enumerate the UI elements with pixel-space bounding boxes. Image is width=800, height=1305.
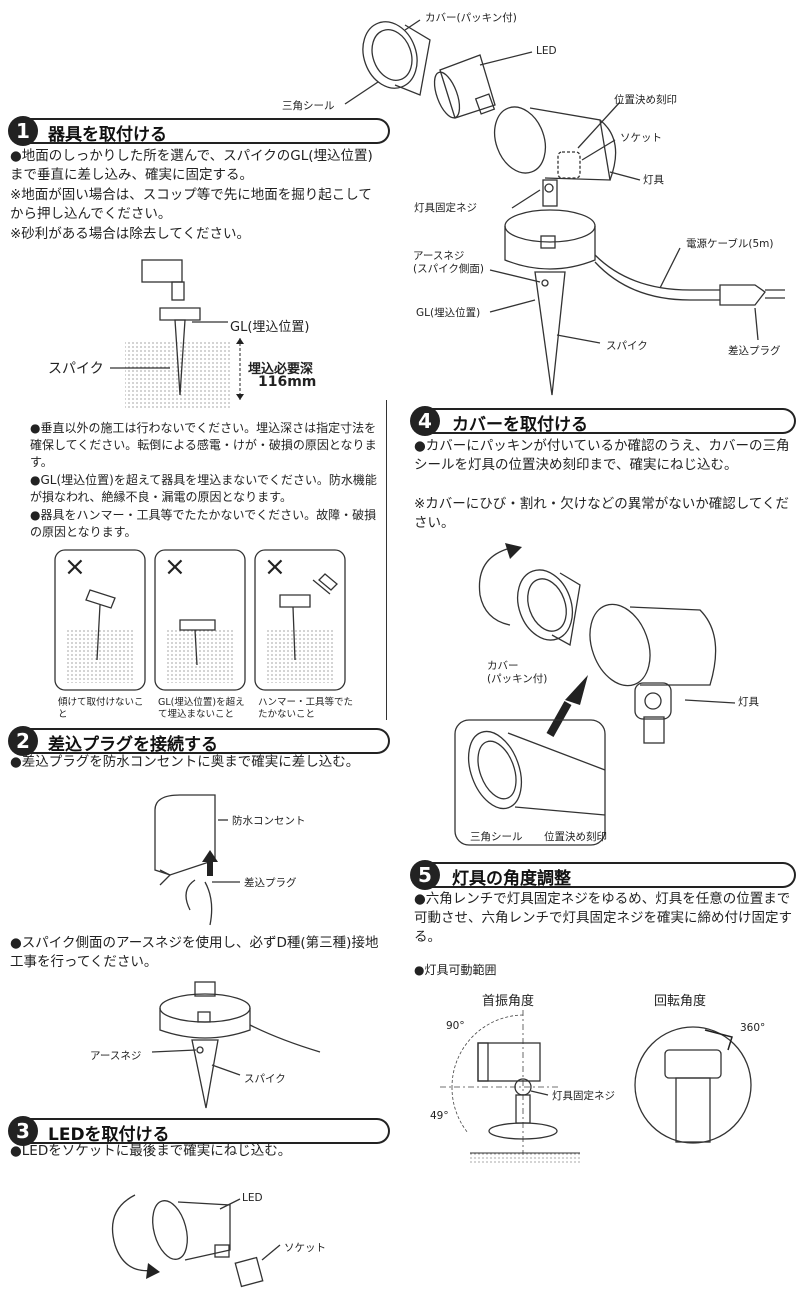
step1-note-3: ●器具をハンマー・工具等でたたかないでください。故障・破損の原因となります。 [30,508,377,539]
label-spike-1: スパイク [48,361,104,377]
step1-note-1: ●垂直以外の施工は行わないでください。埋込深さは指定寸法を確保してください。転倒… [30,421,377,469]
step5-title: 灯具の角度調整 [452,869,571,889]
label-earth-screw: アースネジ (スパイク側面) [413,250,484,275]
exploded-parts-diagram [344,19,785,396]
ng-illustrations [54,549,346,691]
step5-text-1: ●六角レンチで灯具固定ネジをゆるめ、灯具を任意の位置まで可動させ、六角レンチで灯… [414,891,792,945]
depth-title: 埋込必要深 [248,362,314,377]
label-socket: ソケット [620,132,662,144]
label-plug: 差込プラグ [728,345,781,357]
step5-header [424,862,796,888]
step4-header [424,408,796,434]
ng-mark-2: × [164,552,186,582]
label-outlet: 防水コンセント [232,815,306,827]
step3-led-diagram [111,1194,281,1288]
label-cover-4: カバー (パッキン付) [487,660,548,685]
label-spike: スパイク [606,340,648,352]
label-spike-2: スパイク [244,1073,286,1085]
ng-caption-3: ハンマー・工具等でたたかないこと [258,697,354,720]
rotate-title: 回転角度 [654,994,707,1009]
label-led: LED [536,45,557,57]
step2-header [22,728,390,754]
label-fix-screw-5: 灯具固定ネジ [552,1090,615,1102]
angle-49: 49° [430,1110,449,1122]
label-lamp-4: 灯具 [738,696,759,708]
step1-note-2: ●GL(埋込位置)を超えて器具を埋込まないでください。防水機能が損なわれ、絶縁不… [30,473,377,504]
ng-caption-2: GL(埋込位置)を超えて埋込まないこと [158,697,245,720]
step3-number: 3 [8,1116,38,1146]
label-seal-4: 三角シール [470,831,523,843]
step4-cover-diagram [454,543,736,846]
step1-header [22,118,390,144]
step2-plug-diagram [154,794,240,926]
label-gl: GL(埋込位置) [416,307,481,319]
step1-number: 1 [8,116,38,146]
step2-number: 2 [8,726,38,756]
step1-text-2: ※地面が固い場合は、スコップ等で先に地面を掘り起こしてから押し込んでください。 [10,187,372,222]
label-triangle-seal: 三角シール [282,100,335,112]
step4-text-2: ※カバーにひび・割れ・欠けなどの異常がないか確認してください。 [414,496,790,531]
depth-value: 116mm [258,374,317,390]
step2-text-1: ●差込プラグを防水コンセントに奥まで確実に差し込む。 [10,754,360,770]
range-title: ●灯具可動範囲 [414,963,497,977]
step1-text-3: ※砂利がある場合は除去してください。 [10,226,251,242]
step3-title: LEDを取付ける [48,1125,170,1145]
step4-text-1: ●カバーにパッキンが付いているか確認のうえ、カバーの三角シールを灯具の位置決め刻… [414,438,790,473]
step2-title: 差込プラグを接続する [48,735,218,755]
ng-caption-1: 傾けて取付けないこと [58,697,144,720]
step4-title: カバーを取付ける [452,415,588,435]
step1-title: 器具を取付ける [48,125,167,145]
label-socket-3: ソケット [284,1242,326,1254]
label-lamp: 灯具 [643,174,664,186]
step1-install-diagram [110,259,244,410]
label-mark-4: 位置決め刻印 [544,831,607,843]
label-plug-2: 差込プラグ [244,877,297,889]
label-earth-2: アースネジ [90,1050,142,1062]
column-divider [386,400,387,720]
step2-text-2: ●スパイク側面のアースネジを使用し、必ずD種(第三種)接地工事を行ってください。 [10,935,379,970]
label-position-mark: 位置決め刻印 [614,94,677,106]
step5-angle-diagram [440,1010,752,1163]
step3-header [22,1118,390,1144]
step1-text-1: ●地面のしっかりした所を選んで、スパイクのGL(埋込位置)まで垂直に差し込み、確… [10,148,373,183]
step3-text-1: ●LEDをソケットに最後まで確実にねじ込む。 [10,1143,292,1159]
label-led-3: LED [242,1192,263,1204]
ng-mark-3: × [264,552,286,582]
label-cover: カバー(パッキン付) [425,12,517,24]
step5-number: 5 [410,860,440,890]
tilt-title: 首振角度 [482,994,535,1009]
label-cable: 電源ケーブル(5m) [686,238,774,250]
label-gl-1: GL(埋込位置) [230,320,310,335]
ng-mark-1: × [64,552,86,582]
step2-earth-diagram [151,981,321,1109]
step4-number: 4 [410,406,440,436]
angle-360: 360° [740,1022,766,1034]
label-fix-screw: 灯具固定ネジ [414,202,477,214]
angle-90: 90° [446,1020,465,1032]
